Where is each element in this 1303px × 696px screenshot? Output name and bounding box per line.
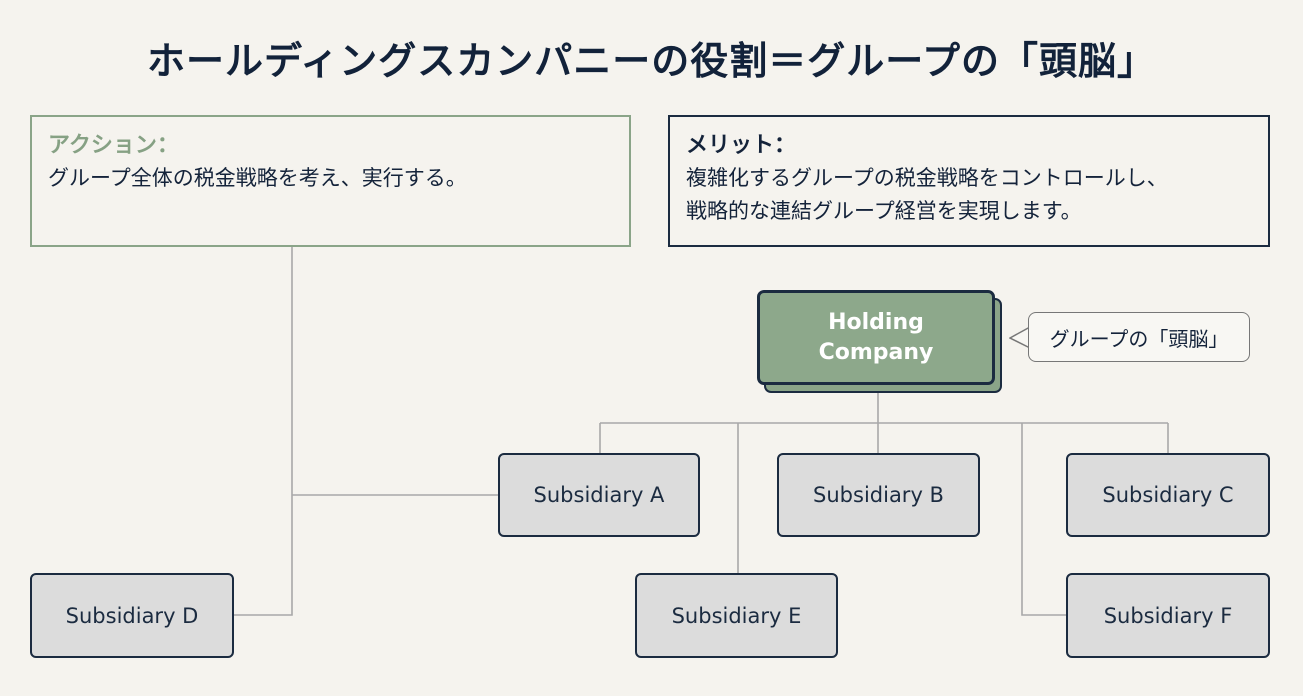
action-text: グループ全体の税金戦略を考え、実行する。	[48, 166, 467, 190]
subsidiary-c-node: Subsidiary C	[1066, 453, 1270, 537]
holding-label-line-1: Holding	[828, 309, 924, 335]
connector-f	[1021, 423, 1066, 616]
subsidiary-d-node: Subsidiary D	[30, 573, 234, 658]
merit-line-2: 戦略的な連結グループ経営を実現します。	[686, 199, 1082, 223]
merit-line-1: 複雑化するグループの税金戦略をコントロールし、	[686, 166, 1168, 190]
subsidiary-f-node: Subsidiary F	[1066, 573, 1270, 658]
brain-callout: グループの「頭脳」	[1028, 312, 1250, 362]
action-heading: アクション：	[48, 133, 179, 158]
merit-heading: メリット：	[686, 133, 797, 158]
action-box: アクション： グループ全体の税金戦略を考え、実行する。	[30, 115, 631, 247]
subsidiary-e-node: Subsidiary E	[635, 573, 838, 658]
merit-box: メリット： 複雑化するグループの税金戦略をコントロールし、 戦略的な連結グループ…	[668, 115, 1270, 247]
callout-pointer	[1009, 326, 1031, 349]
connector-action-d	[234, 247, 293, 616]
subsidiary-a-node: Subsidiary A	[498, 453, 700, 537]
page-title: ホールディングスカンパニーの役割＝グループの「頭脳」	[146, 39, 1157, 83]
subsidiary-b-node: Subsidiary B	[777, 453, 980, 537]
holding-label-line-2: Company	[818, 339, 934, 365]
